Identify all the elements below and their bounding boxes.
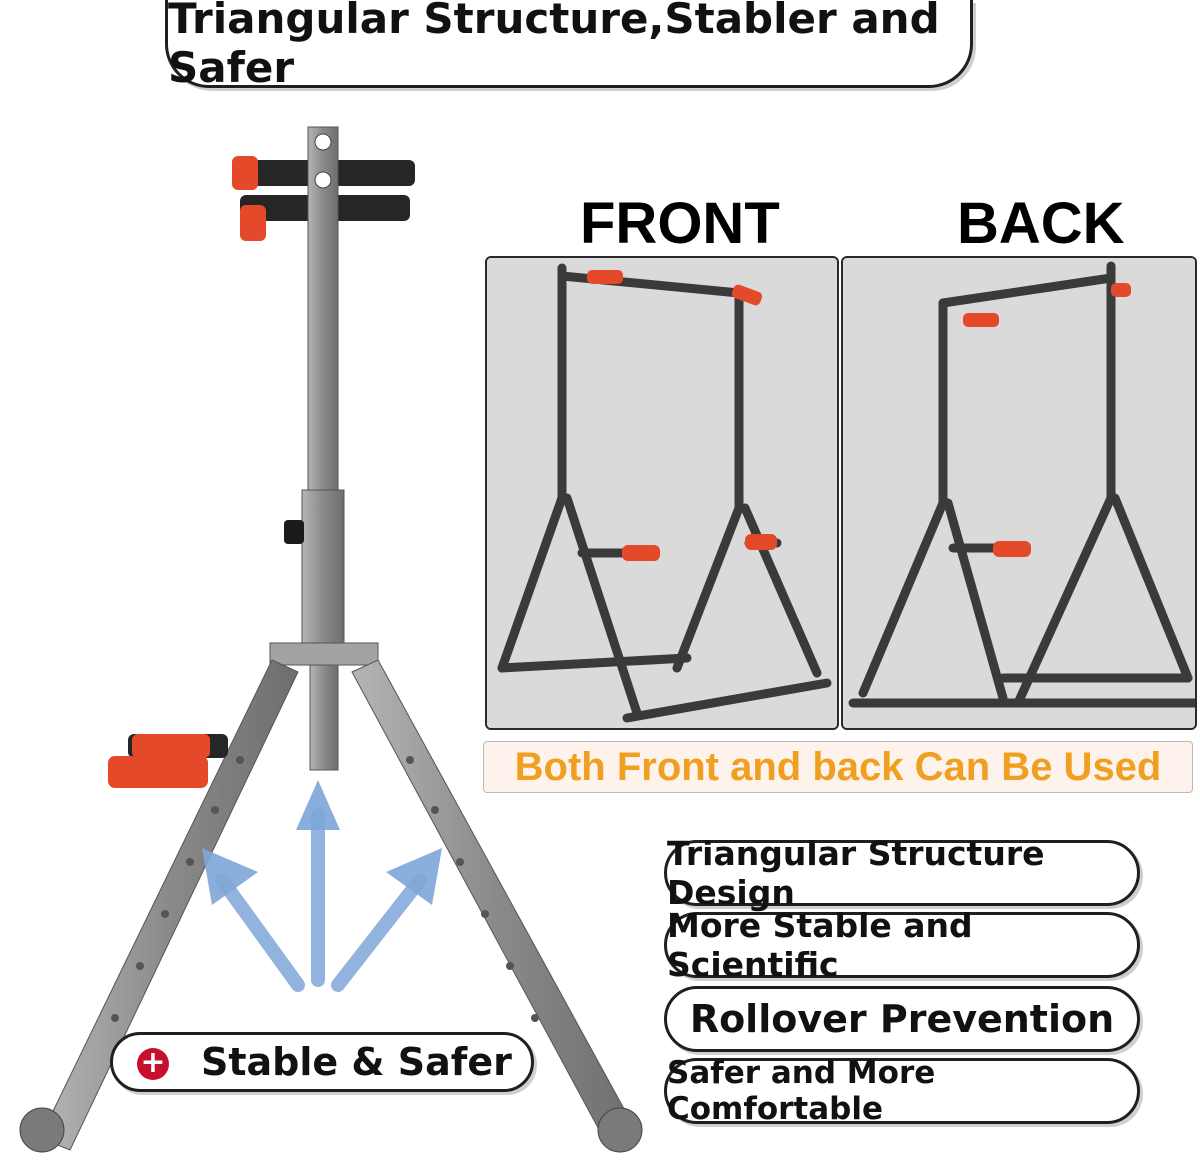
- back-stand-drawing: [843, 258, 1195, 728]
- feature-pill: Rollover Prevention: [664, 986, 1140, 1052]
- stable-safer-badge: + Stable & Safer: [110, 1032, 534, 1092]
- feature-text: Rollover Prevention: [689, 997, 1115, 1041]
- front-view-photo: [485, 256, 839, 730]
- feature-text: Safer and More Comfortable: [667, 1055, 936, 1127]
- title-banner: Triangular Structure,Stabler and Safer: [165, 0, 973, 92]
- front-stand-drawing: [487, 258, 837, 728]
- back-heading: BACK: [957, 191, 1125, 256]
- feature-pill: Triangular Structure Design: [664, 834, 1140, 912]
- title-text: Triangular Structure,Stabler and Safer: [168, 0, 940, 92]
- both-sides-text: Both Front and back Can Be Used: [514, 744, 1162, 789]
- feature-text: More Stable and Scientific: [667, 906, 973, 984]
- feature-pill: More Stable and Scientific: [664, 906, 1140, 984]
- plus-circle-icon: +: [137, 1048, 169, 1080]
- feature-text: Triangular Structure Design: [667, 834, 1045, 912]
- stand-illustration: [19, 126, 643, 1153]
- feature-pill: Safer and More Comfortable: [664, 1055, 1140, 1127]
- front-heading: FRONT: [580, 191, 780, 256]
- back-view-photo: [841, 256, 1197, 730]
- both-sides-banner: Both Front and back Can Be Used: [483, 741, 1193, 793]
- badge-text: Stable & Safer: [201, 1040, 512, 1084]
